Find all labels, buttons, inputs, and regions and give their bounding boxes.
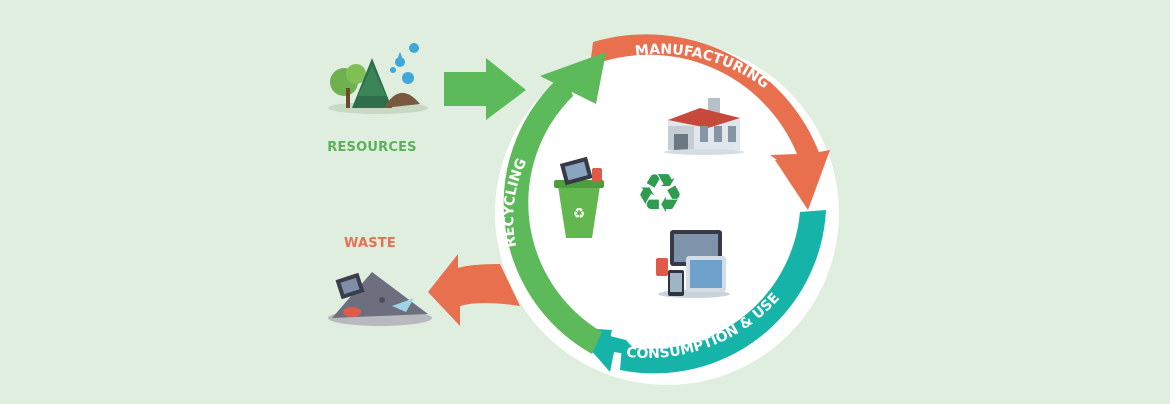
recycling-bin-icon: ♻ [554,156,604,238]
waste-label: WASTE [344,236,396,251]
nature-resources-icon [328,43,428,114]
factory-icon [664,98,744,155]
recycling-arrow [503,52,606,354]
svg-text:♻: ♻ [573,206,586,222]
waste-pile-icon [328,272,432,326]
electronic-devices-icon [656,230,730,298]
waste-output-arrow [428,254,520,326]
resources-label: RESOURCES [327,140,417,155]
resources-input-arrow [444,58,526,120]
recycle-symbol-icon: ♻ [636,162,684,225]
cycle-background-disk [495,41,839,385]
manufacturing-arrow [590,34,831,210]
svg-text:♻: ♻ [636,162,684,225]
